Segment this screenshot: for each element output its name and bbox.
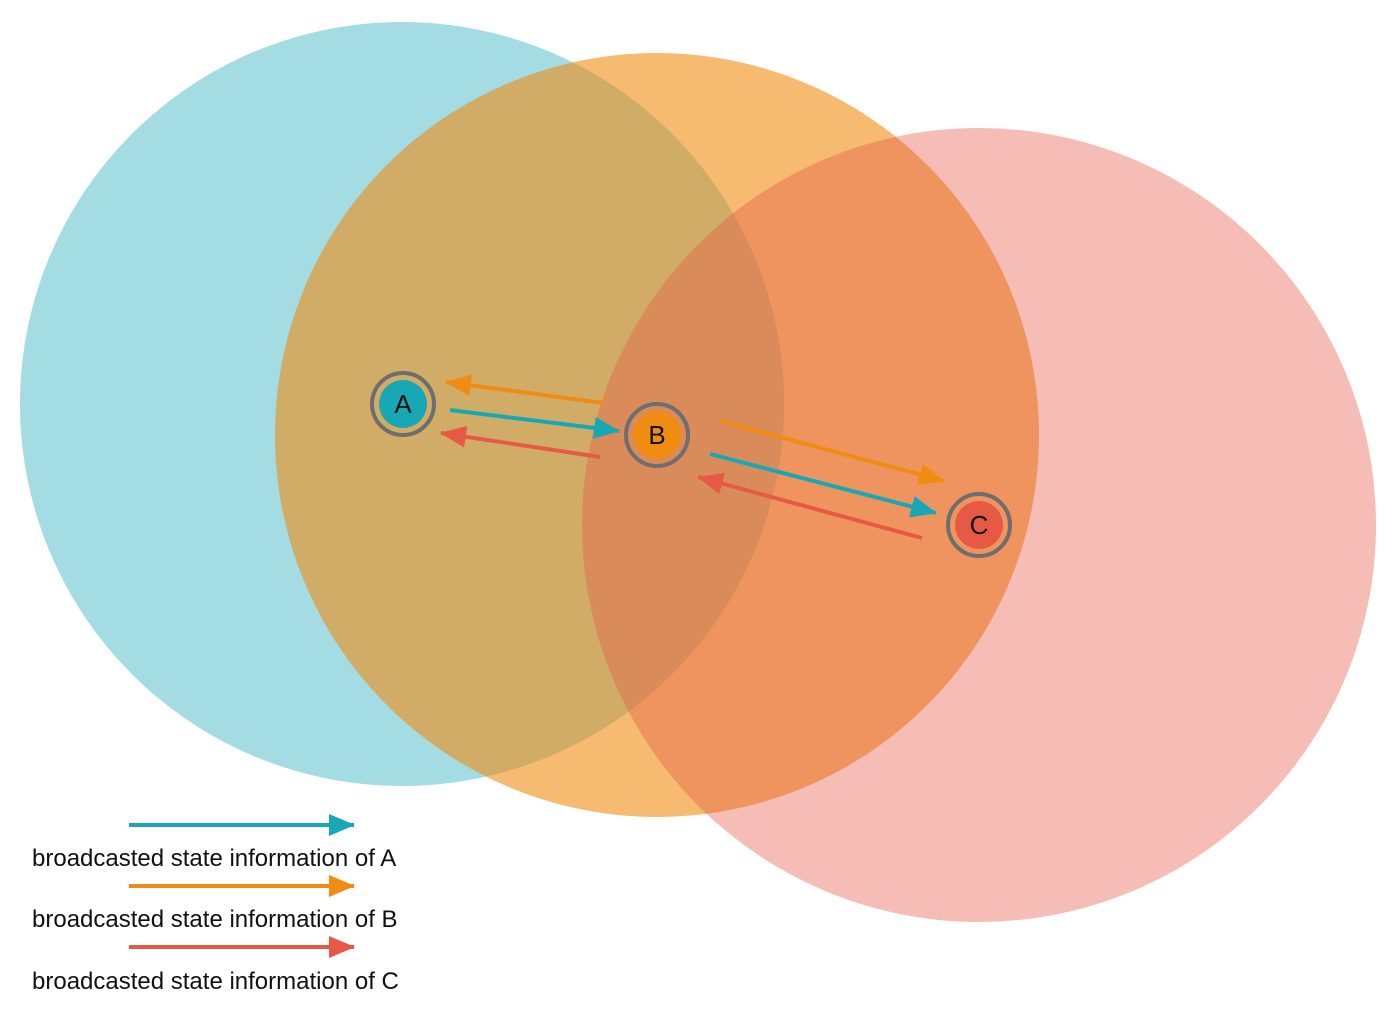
node-c-label: C <box>970 510 989 540</box>
arrow-b-to-a <box>445 374 604 405</box>
arrow-a-to-c <box>709 452 937 518</box>
node-c: C <box>946 492 1012 558</box>
node-b-label: B <box>648 420 665 450</box>
node-c-core <box>955 501 1003 549</box>
node-b-core <box>633 411 681 459</box>
legend-label-b: broadcasted state information of B <box>32 906 398 933</box>
legend-item-b: broadcasted state information of B <box>32 875 398 933</box>
legend-item-a: broadcasted state information of A <box>32 814 396 872</box>
node-a-core <box>379 380 427 428</box>
node-c-ring <box>946 492 1012 558</box>
node-a-ring <box>370 371 436 437</box>
node-b-ring <box>624 402 690 468</box>
legend-label-c: broadcasted state information of C <box>32 968 399 995</box>
broadcast-ranges <box>20 22 1376 922</box>
legend: broadcasted state information of A broad… <box>32 814 399 995</box>
broadcast-arrows <box>440 374 945 540</box>
arrow-b-to-c <box>719 419 945 486</box>
node-a: A <box>370 371 436 437</box>
legend-item-c: broadcasted state information of C <box>32 936 399 995</box>
node-b: B <box>624 402 690 468</box>
arrow-c-to-a <box>440 425 601 459</box>
node-a-label: A <box>394 389 412 419</box>
arrow-c-to-b <box>697 472 923 540</box>
arrow-a-to-b <box>449 408 620 439</box>
legend-label-a: broadcasted state information of A <box>32 845 396 872</box>
